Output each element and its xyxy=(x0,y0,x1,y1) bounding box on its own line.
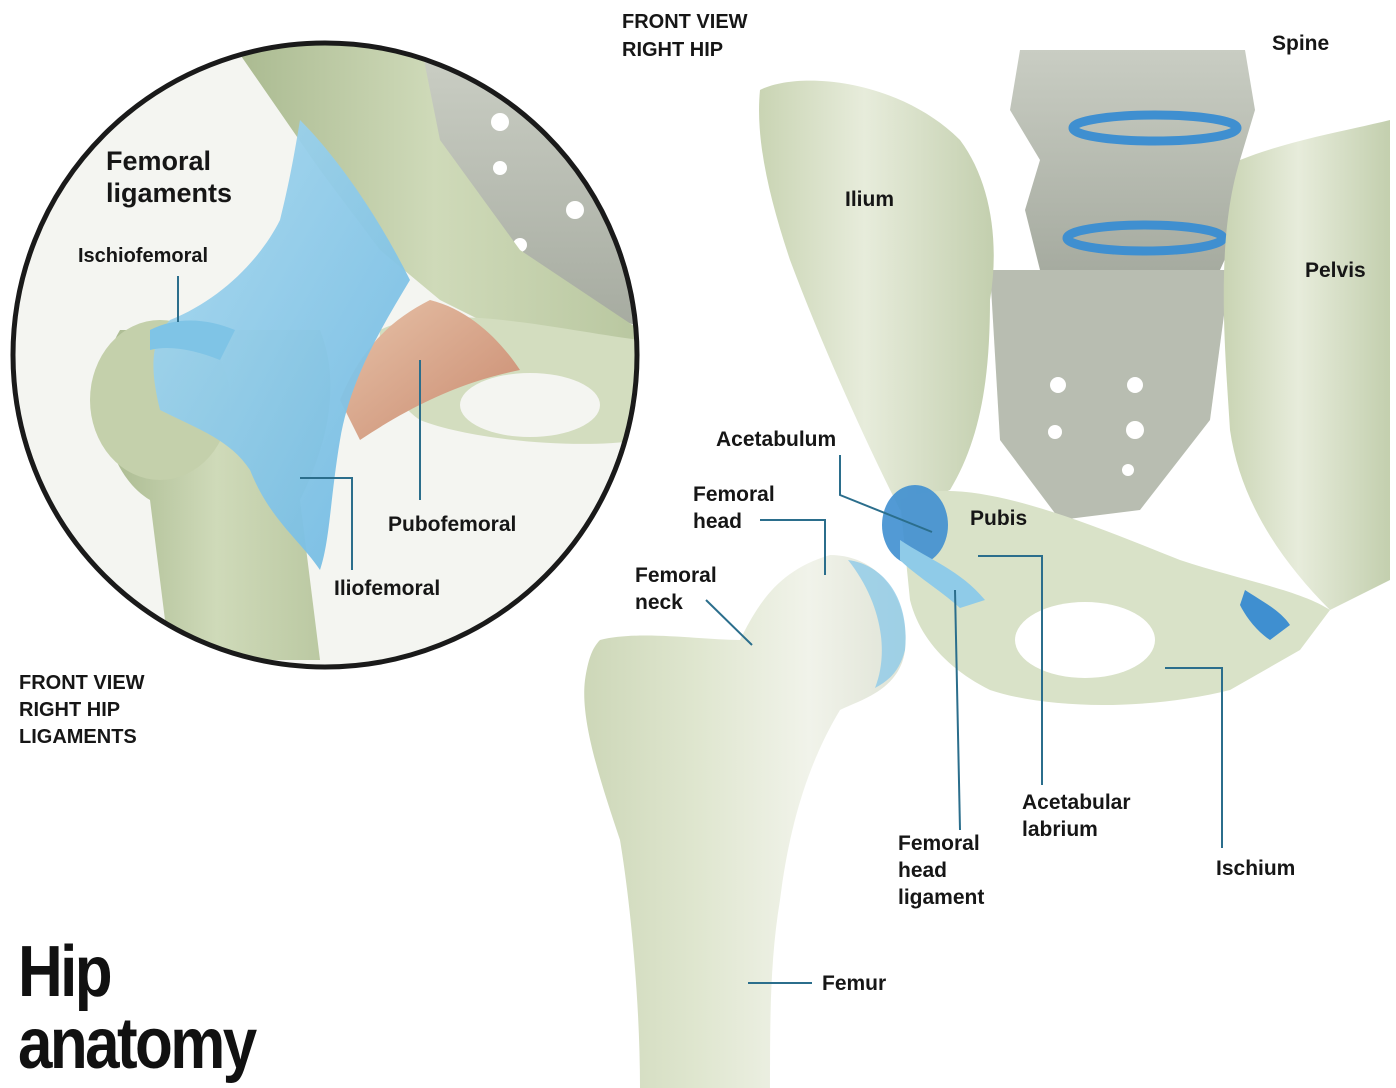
page-title: Hip anatomy xyxy=(18,936,255,1080)
label-ischiofemoral: Ischiofemoral xyxy=(78,243,208,269)
inset-heading: Femoral ligaments xyxy=(106,145,232,209)
label-femoral-neck: Femoral neck xyxy=(635,562,717,616)
label-iliofemoral: Iliofemoral xyxy=(334,575,440,602)
inset-caption: FRONT VIEW RIGHT HIP LIGAMENTS xyxy=(19,670,145,751)
ligament-inset xyxy=(13,40,650,667)
label-femur: Femur xyxy=(822,970,886,997)
label-ilium: Ilium xyxy=(845,186,894,213)
label-femoral-head: Femoral head xyxy=(693,481,775,535)
label-pelvis: Pelvis xyxy=(1305,257,1366,284)
label-pubis: Pubis xyxy=(970,505,1027,532)
label-acetabular-labrium: Acetabular labrium xyxy=(1022,789,1131,843)
label-pubofemoral: Pubofemoral xyxy=(388,511,516,538)
main-caption: FRONT VIEW RIGHT HIP xyxy=(622,8,748,64)
label-ischium: Ischium xyxy=(1216,855,1295,882)
label-femoral-head-ligament: Femoral head ligament xyxy=(898,830,984,911)
label-spine: Spine xyxy=(1272,30,1329,57)
label-acetabulum: Acetabulum xyxy=(716,426,836,453)
